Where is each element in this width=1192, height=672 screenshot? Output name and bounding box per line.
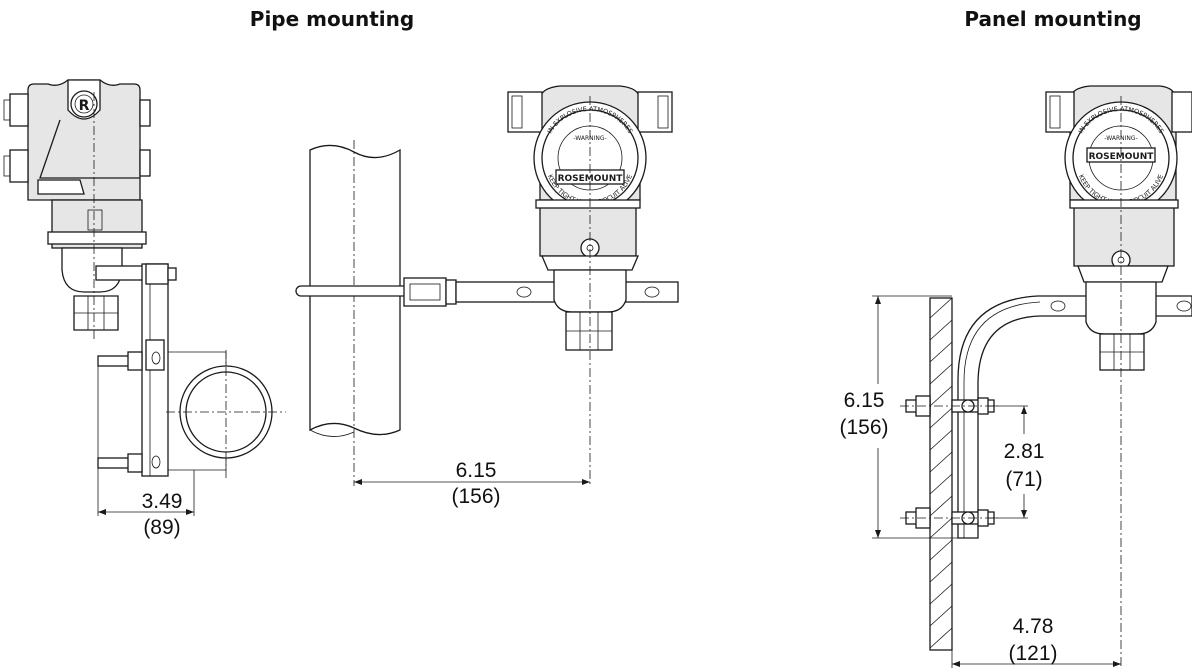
housing-brand-b: ROSEMOUNT: [1089, 152, 1155, 162]
dim-pipe-front-offset-mm: (156): [451, 485, 500, 508]
panel-mount-view: IN EXPLOSIVE ATMOSPHERES KEEP TIGHT WHEN…: [872, 85, 1192, 668]
dim-pipe-side-width-mm: (89): [143, 516, 180, 539]
housing-brand-a: ROSEMOUNT: [558, 174, 624, 184]
dim-pipe-front-offset-in: 6.15: [456, 459, 497, 482]
panel-hatching: [929, 297, 953, 649]
dim-panel-offset-in: 4.78: [1013, 615, 1054, 638]
pipe-mount-side-view: R: [3, 79, 286, 516]
dim-panel-bolt-spacing-mm: (71): [1005, 468, 1042, 491]
pipe-mount-front-view: IN EXPLOSIVE ATMOSPHERES KEEP TIGHT WHEN…: [295, 85, 679, 486]
title-panel-mounting: Panel mounting: [964, 7, 1141, 31]
dim-pipe-side-width-in: 3.49: [142, 490, 183, 513]
title-pipe-mounting: Pipe mounting: [250, 7, 414, 31]
dim-panel-bolt-spacing-in: 2.81: [1004, 440, 1045, 463]
dim-panel-offset-mm: (121): [1008, 642, 1057, 665]
logo-r: R: [79, 98, 90, 114]
dim-panel-height-mm: (156): [839, 416, 888, 439]
dim-panel-height-in: 6.15: [844, 389, 885, 412]
